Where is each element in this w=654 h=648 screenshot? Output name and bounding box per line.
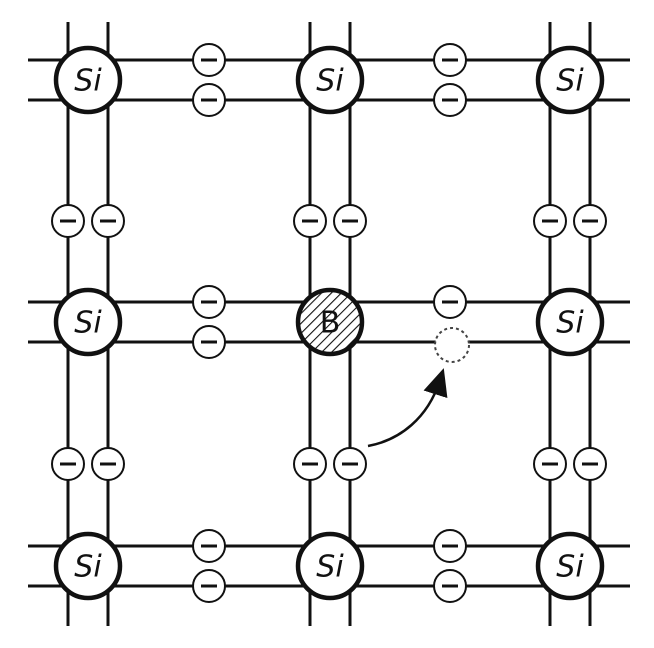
- electron: [533, 204, 567, 238]
- silicon-label: Si: [74, 64, 102, 99]
- boron-atom: B: [295, 287, 365, 357]
- electron: [51, 447, 85, 481]
- electron: [91, 204, 125, 238]
- electron: [192, 83, 226, 117]
- electron-transfer-arrow: [367, 368, 448, 448]
- electron: [573, 204, 607, 238]
- electron: [533, 447, 567, 481]
- electron: [293, 447, 327, 481]
- electron: [433, 529, 467, 563]
- electron: [51, 204, 85, 238]
- bond-electrons: [51, 43, 607, 603]
- electron: [192, 569, 226, 603]
- silicon-atom: Si: [295, 45, 365, 115]
- electron: [91, 447, 125, 481]
- silicon-atom: Si: [53, 45, 123, 115]
- boron-label: B: [320, 306, 341, 341]
- silicon-atom: Si: [53, 287, 123, 357]
- silicon-atom: Si: [535, 531, 605, 601]
- silicon-label: Si: [556, 550, 584, 585]
- silicon-atom: Si: [295, 531, 365, 601]
- electron: [573, 447, 607, 481]
- electron: [433, 43, 467, 77]
- silicon-label: Si: [556, 306, 584, 341]
- electron: [192, 285, 226, 319]
- electron: [433, 569, 467, 603]
- silicon-label: Si: [316, 550, 344, 585]
- electron: [192, 325, 226, 359]
- silicon-atom: Si: [535, 287, 605, 357]
- silicon-label: Si: [316, 64, 344, 99]
- silicon-label: Si: [74, 306, 102, 341]
- silicon-atom: Si: [535, 45, 605, 115]
- electron: [333, 447, 367, 481]
- silicon-atom: Si: [53, 531, 123, 601]
- electron: [433, 83, 467, 117]
- electron: [192, 43, 226, 77]
- silicon-label: Si: [74, 550, 102, 585]
- electron: [192, 529, 226, 563]
- hole: [434, 327, 470, 363]
- electron: [293, 204, 327, 238]
- electron: [433, 285, 467, 319]
- electron: [333, 204, 367, 238]
- silicon-label: Si: [556, 64, 584, 99]
